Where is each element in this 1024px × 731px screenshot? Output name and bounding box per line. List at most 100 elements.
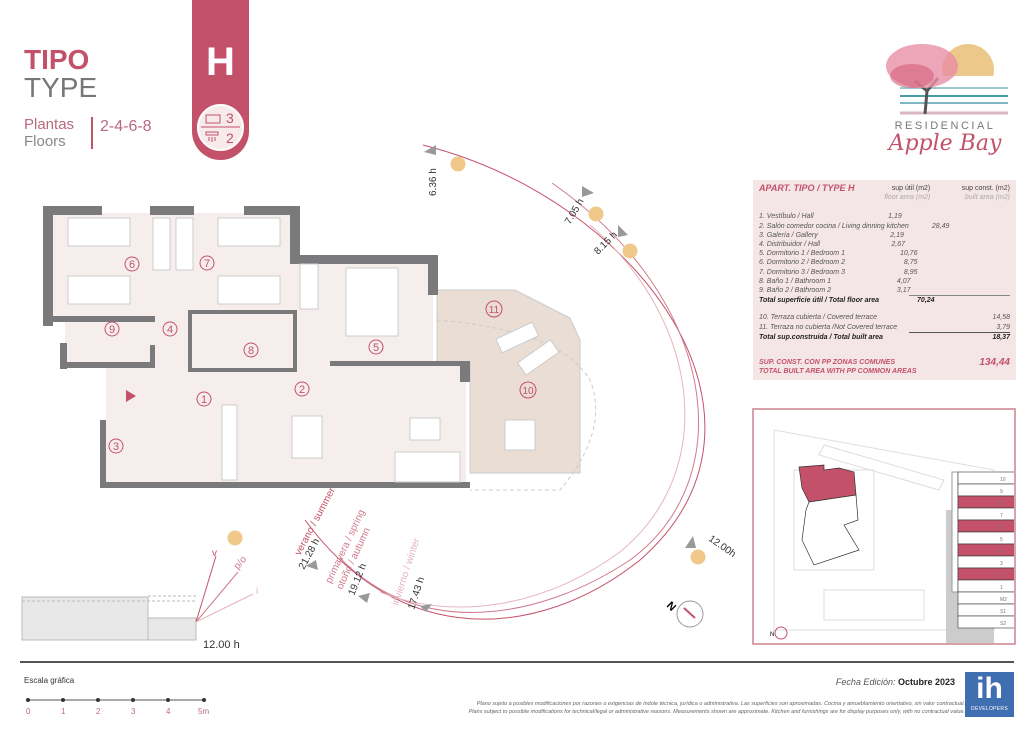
room-5: 5 <box>368 339 384 355</box>
table-title: APART. TIPO / TYPE H <box>759 183 855 193</box>
type-letter: H <box>206 40 235 84</box>
furniture <box>67 217 560 483</box>
floor-plan: 1 2 3 4 5 6 7 8 9 10 11 6.36 h 7.05 h 8.… <box>21 144 738 651</box>
floor-level <box>957 483 1024 497</box>
floor-level <box>957 507 1024 521</box>
room-9: 9 <box>104 321 120 337</box>
floor-level <box>957 531 1024 545</box>
svg-text:8: 8 <box>248 345 254 357</box>
room-8: 8 <box>243 342 259 358</box>
scale-tick: 2 <box>96 707 101 716</box>
winter-arc <box>379 224 686 608</box>
spring-arc <box>339 182 699 613</box>
edition-date: Fecha Edición: Octubre 2023 <box>835 677 955 687</box>
bedrooms-count: 3 <box>226 110 234 126</box>
bed-bath-icons <box>201 114 240 142</box>
floor-label: 2 <box>1000 573 1003 579</box>
room-1: 1 <box>196 391 212 407</box>
scale-tick: 0 <box>26 707 31 716</box>
floor-level <box>957 471 1024 485</box>
floor-label: 9 <box>1000 489 1003 495</box>
plantas-label: Plantas <box>24 116 75 133</box>
sun-icons <box>227 156 706 565</box>
svg-text:6: 6 <box>129 259 135 271</box>
logo-residencial: RESIDENCIAL <box>894 120 996 132</box>
room-11: 11 <box>485 300 503 318</box>
svg-text:11: 11 <box>489 305 500 316</box>
floor-level <box>957 579 1024 593</box>
scale-tick: 3 <box>131 707 136 716</box>
room-7: 7 <box>199 255 215 271</box>
room-numbers: 1 2 3 4 5 6 7 8 9 10 11 <box>104 255 537 454</box>
north-compass: N <box>664 600 704 628</box>
divider <box>91 117 93 149</box>
scale-tick: 5m <box>198 707 210 716</box>
floor-level <box>957 555 1024 569</box>
winter-ray-label: i <box>256 586 258 597</box>
sun-markers <box>306 145 696 612</box>
sunrise-summer-time: 6.36 h <box>428 168 439 196</box>
scale-label: Escala gráfica <box>24 676 75 685</box>
room-3: 3 <box>108 438 124 454</box>
disclaimer: Plano sujeto a posibles modificaciones p… <box>468 701 965 715</box>
floor-level <box>957 567 1024 581</box>
sun-icon <box>622 243 638 259</box>
room-4: 4 <box>162 321 178 337</box>
floors-en-label: Floors <box>24 133 66 150</box>
scale-tick: 1 <box>61 707 66 716</box>
rooms-count-circle: 3 2 <box>197 104 244 151</box>
col2-header: sup const. (m2)built area (m2) <box>961 185 1010 202</box>
floor-label: M2 <box>1000 597 1007 603</box>
room-row: 2. Salón comedor cocina / Living dinning… <box>759 222 950 230</box>
apple-bay-logo <box>886 44 1010 115</box>
north-label: N <box>664 600 678 614</box>
col1-header: sup útil (m2)floor area (m2) <box>884 185 931 202</box>
sunrise-winter-time: 8.15 h <box>592 230 619 257</box>
floor-level <box>957 495 1024 509</box>
svg-text:7: 7 <box>204 258 210 270</box>
floor-label: 1 <box>1000 585 1003 591</box>
footer-divider <box>20 661 1014 663</box>
sun-section-diagram: v p/o i 12.00 h <box>21 548 258 651</box>
bathroom-1-walls <box>188 310 297 372</box>
logo-apple-bay: Apple Bay <box>888 131 1002 156</box>
sun-path-arcs <box>304 144 706 620</box>
room-2: 2 <box>294 381 310 397</box>
floor-label: S2 <box>1000 621 1006 627</box>
unit-highlight <box>798 464 857 503</box>
svg-text:9: 9 <box>109 324 115 336</box>
summer-arc <box>304 144 706 620</box>
type-heading: TYPE <box>24 72 98 103</box>
floor-label: 3 <box>1000 561 1003 567</box>
floors-value: 2-4-6-8 <box>100 118 152 135</box>
noon-time: 12.00h <box>706 533 737 560</box>
area-table: APART. TIPO / TYPE H sup útil (m2)floor … <box>753 180 1016 380</box>
sun-icon <box>588 206 604 222</box>
shower-icon <box>205 131 219 142</box>
bed-icon <box>205 114 221 124</box>
bathrooms-count: 2 <box>226 130 234 146</box>
floor-label: 6 <box>1000 525 1003 531</box>
svg-text:2: 2 <box>299 384 305 396</box>
floor-label: 7 <box>1000 513 1003 519</box>
keyplan-north-label: N <box>770 632 774 638</box>
floor-level <box>957 543 1024 557</box>
spring-ray-label: p/o <box>232 554 250 572</box>
floor-level <box>957 519 1024 533</box>
svg-text:5: 5 <box>373 342 379 354</box>
floor-label: S1 <box>1000 609 1006 615</box>
sun-icon <box>690 549 706 565</box>
